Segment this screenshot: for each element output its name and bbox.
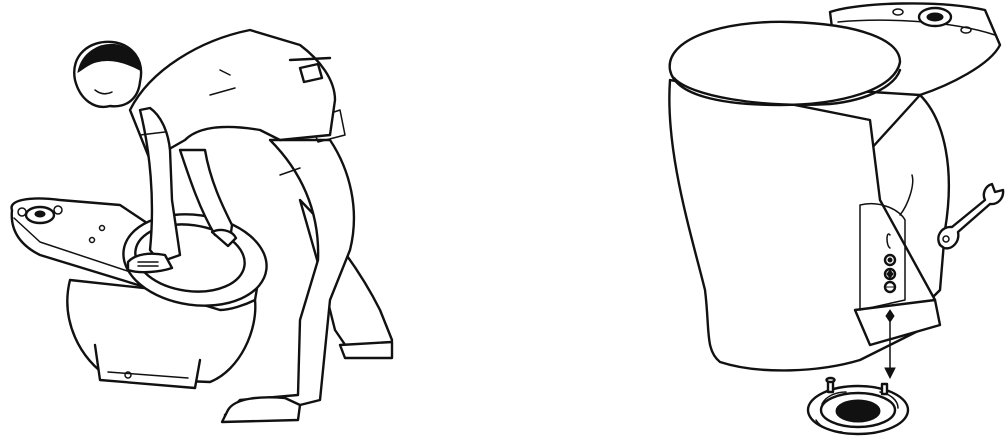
toilet-icon <box>669 3 1000 370</box>
assembly-scene-svg <box>640 0 1005 438</box>
toilet-bowl-icon <box>12 198 273 388</box>
installation-scene-svg <box>0 0 480 438</box>
illustration-panel-left <box>0 0 480 438</box>
illustration-panel-right <box>640 0 1005 438</box>
floor-flange-icon <box>808 378 908 434</box>
